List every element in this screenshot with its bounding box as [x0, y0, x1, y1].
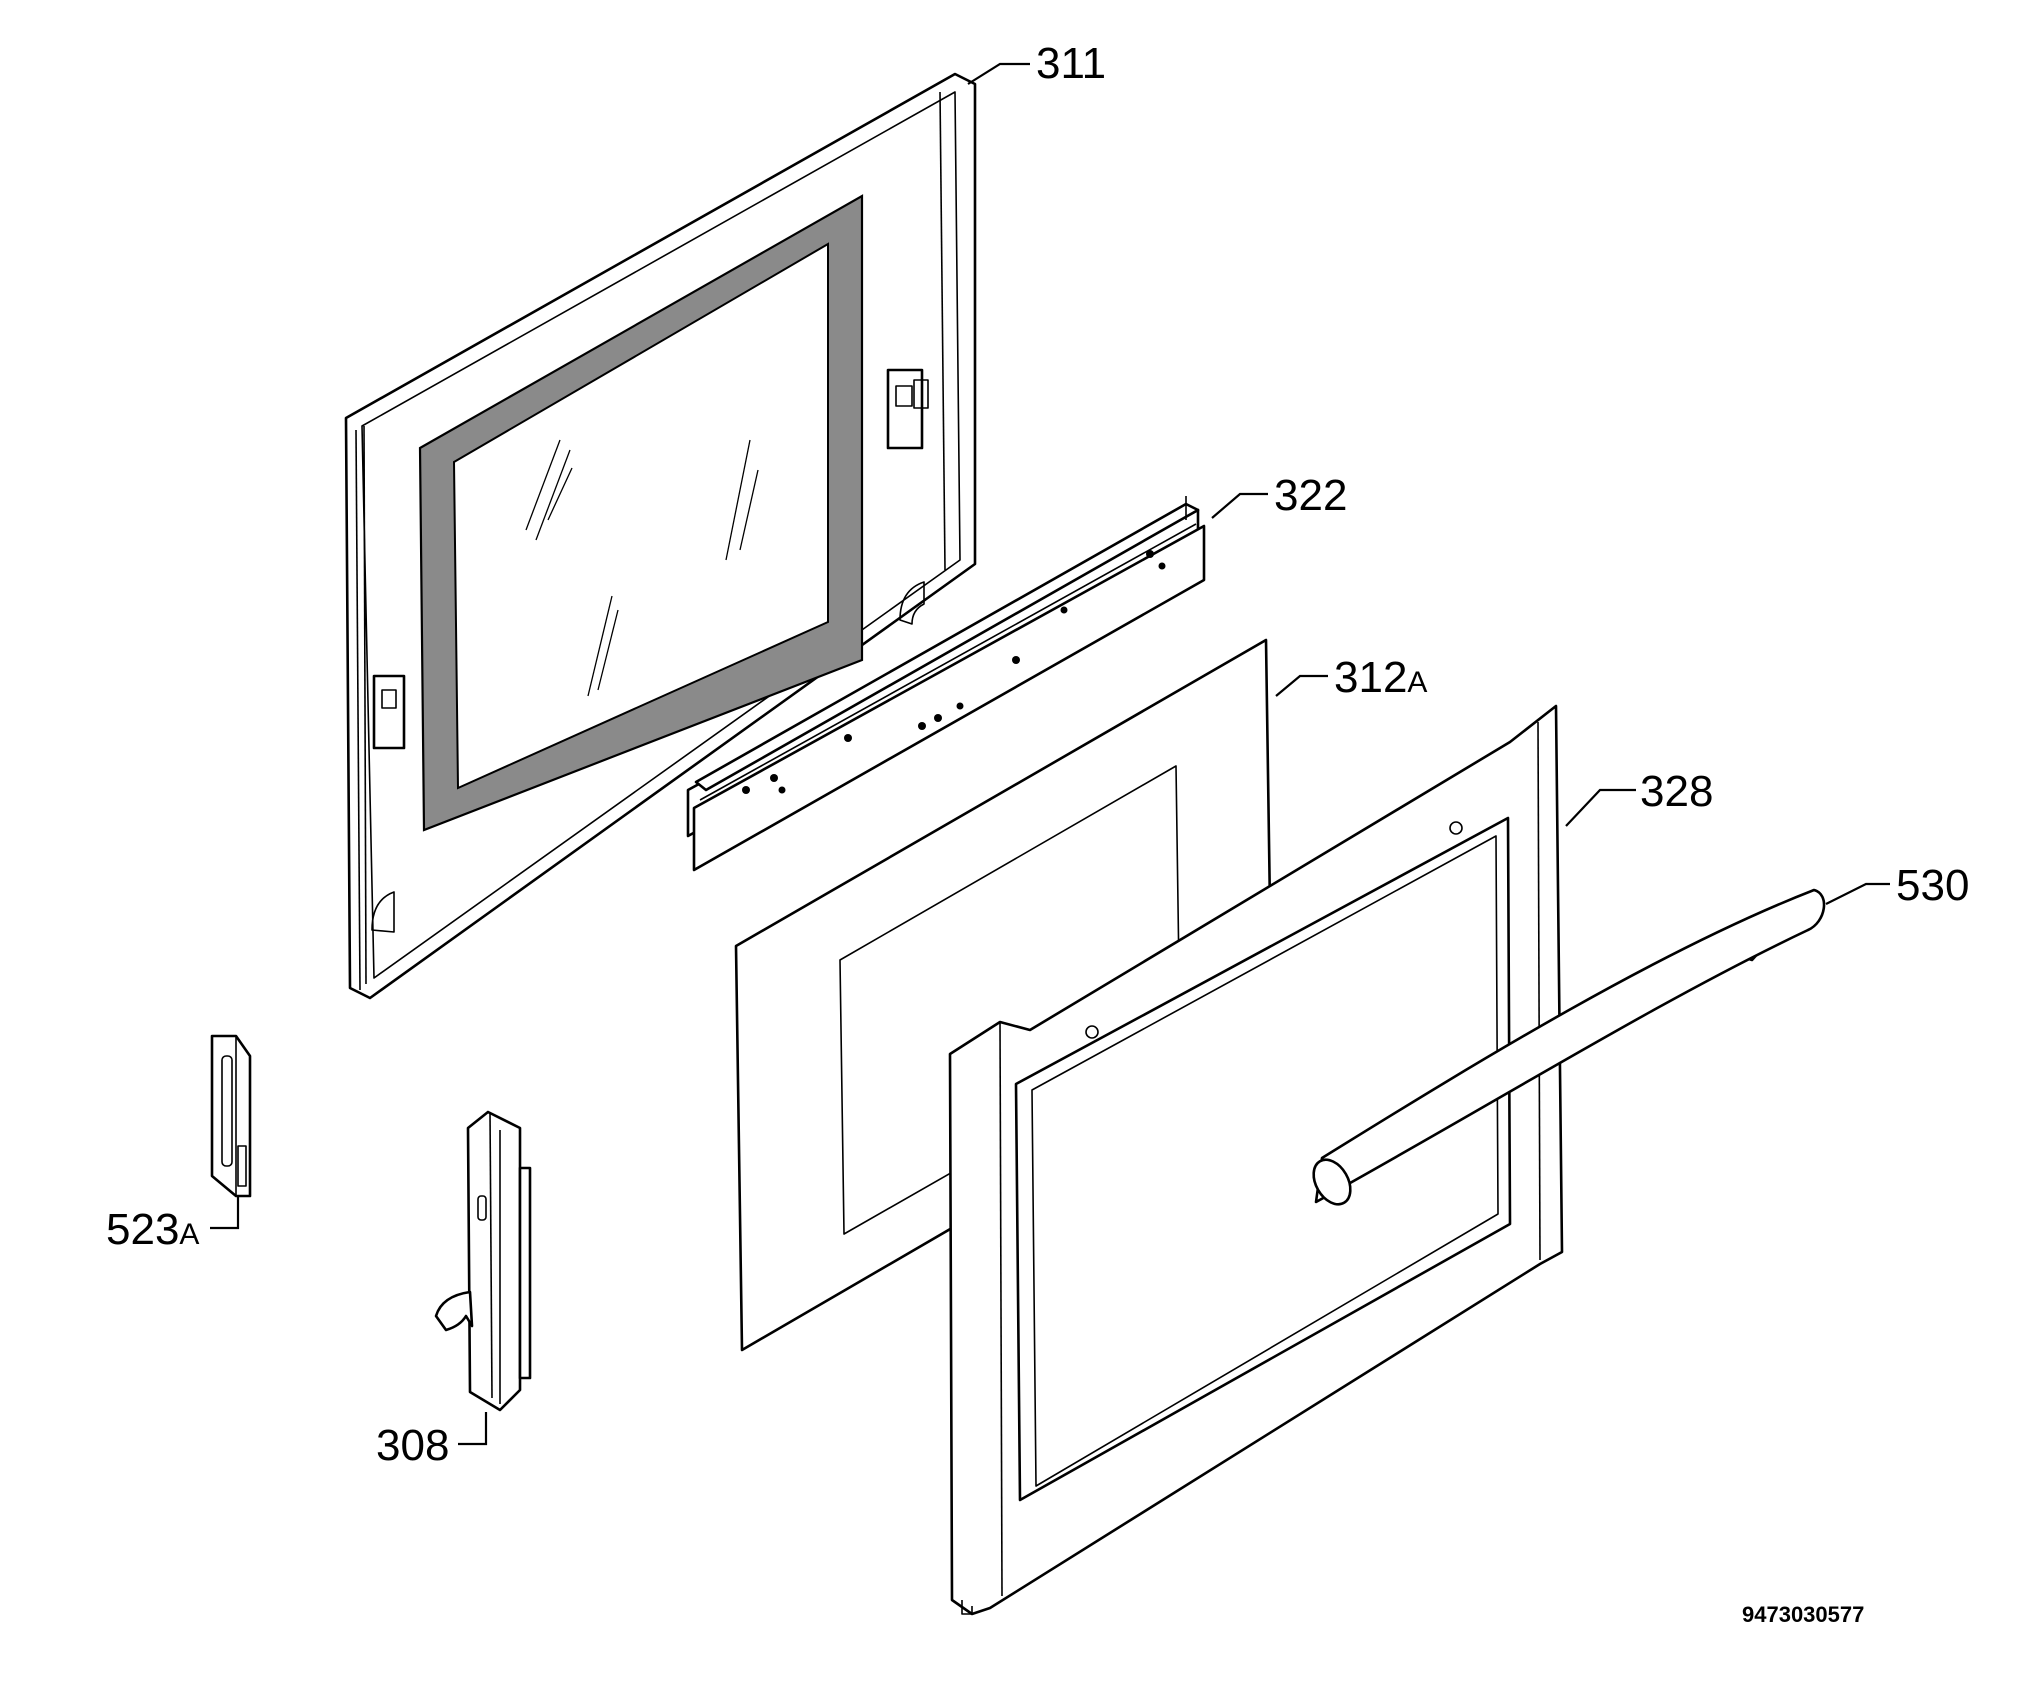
drawing-number: 9473030577 — [1742, 1602, 1864, 1627]
hinge-cover — [210, 1034, 252, 1198]
label-312A-number: 312 — [1334, 653, 1407, 702]
outer-door-panel — [948, 704, 1564, 1616]
lower-hinge-slot — [372, 674, 406, 750]
label-322: 322 — [1274, 471, 1347, 520]
leader-lines — [210, 62, 1890, 1446]
label-523A-number: 523 — [106, 1205, 179, 1254]
glass-reflection-lines — [525, 439, 759, 697]
door-handle — [1312, 888, 1826, 1206]
label-328: 328 — [1640, 767, 1713, 816]
label-312A-suffix: A — [1407, 666, 1427, 699]
label-523A: 523A — [106, 1205, 199, 1254]
upper-hinge-slot — [886, 368, 929, 450]
part-labels: 311 322 312A 328 530 523A 308 9473030577 — [106, 39, 1969, 1627]
label-311: 311 — [1036, 39, 1106, 88]
rail-holes — [742, 550, 1166, 794]
support-rail — [686, 496, 1206, 872]
label-308: 308 — [376, 1421, 449, 1470]
inner-door-panel — [344, 72, 977, 1000]
label-523A-suffix: A — [179, 1218, 199, 1251]
label-530: 530 — [1896, 861, 1969, 910]
label-312A: 312A — [1334, 653, 1427, 702]
hinge-bracket — [434, 1110, 532, 1412]
